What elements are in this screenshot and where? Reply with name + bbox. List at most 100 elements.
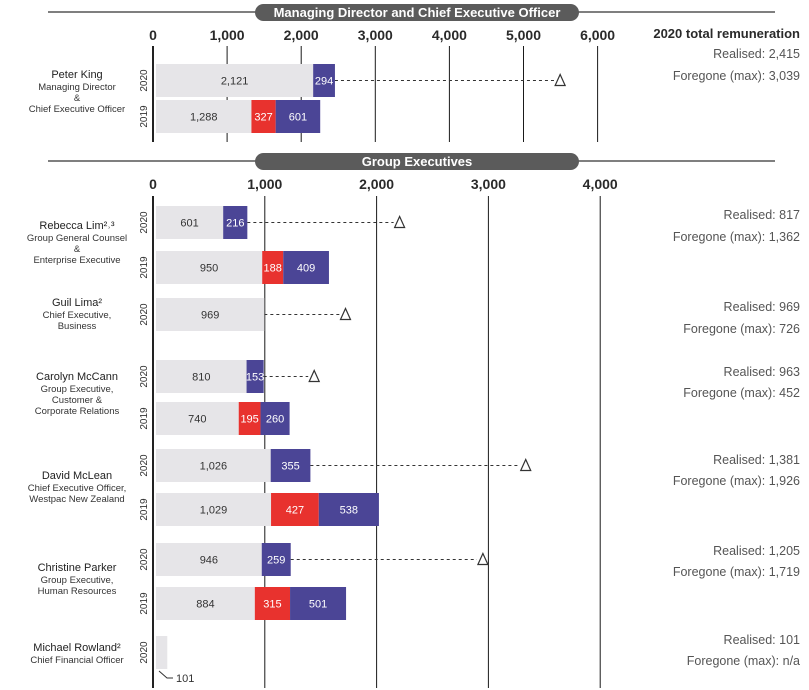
bar-segment-base [156,206,224,239]
max-triangle-marker [554,73,567,87]
bar-data-label: 1,026 [200,461,228,473]
bar-data-label: 188 [264,263,282,275]
year-label: 2019 [139,407,150,430]
max-triangle-marker [393,215,406,229]
bar-segment-base [156,587,255,620]
realised-value: Realised: 2,415 [713,47,800,61]
person-role: Chief Executive Officer [29,104,125,115]
bar-data-label: 427 [286,505,304,517]
person-name: Rebecca Lim²˒³ [39,220,115,232]
bar-data-label: 327 [254,112,272,124]
bar-data-label: 153 [246,372,264,384]
year-label: 2020 [139,69,150,92]
person-role: Managing Director [38,82,116,93]
year-label: 2019 [139,256,150,279]
person-name: Christine Parker [38,562,117,574]
person-role: Chief Executive, [43,310,112,321]
bar-data-label: 601 [289,112,307,124]
max-triangle-marker [519,458,532,472]
bar-data-label: 260 [266,414,284,426]
bar-segment-vested [275,100,321,133]
x-tick-label: 1,000 [210,27,245,43]
bar-data-label: 946 [200,555,218,567]
person-role: Group Executive, [41,384,114,395]
bar-segment-vested [261,543,291,576]
foregone-value: Foregone (max): 452 [683,386,800,400]
bar-data-label: 501 [309,599,327,611]
bar-segment-base [156,449,271,482]
x-tick-label: 4,000 [432,27,467,43]
foregone-value: Foregone (max): 1,926 [673,474,800,488]
person-name: Carolyn McCann [36,371,118,383]
person-name: David McLean [42,470,112,482]
bar-segment-base [156,402,239,435]
bar-data-label: 950 [200,263,218,275]
bar-data-label: 810 [192,372,210,384]
bar-data-label: 315 [263,599,281,611]
person-name: Michael Rowland² [33,642,121,654]
person-role: & [74,244,81,255]
person-role: Corporate Relations [35,406,120,417]
callout-leader [158,670,173,679]
bar-segment-vested [290,587,347,620]
bar-segment-base [156,636,168,669]
section-title: Group Executives [362,154,473,169]
bar-data-label: 294 [315,76,333,88]
bar-segment-red [251,100,276,133]
person-role: Group Executive, [41,575,114,586]
bar-data-label: 2,121 [221,76,249,88]
x-tick-label: 1,000 [247,176,282,192]
person-name: Guil Lima² [52,297,102,309]
person-role: Westpac New Zealand [29,494,124,505]
year-label: 2020 [139,303,150,326]
bar-segment-red [271,493,319,526]
realised-value: Realised: 1,381 [713,453,800,467]
bar-data-label: 538 [340,505,358,517]
realised-value: Realised: 1,205 [713,544,800,558]
bar-data-label: 409 [297,263,315,275]
bar-data-label: 740 [188,414,206,426]
bar-segment-vested [283,251,329,284]
section-title-pill [255,4,579,21]
x-tick-label: 3,000 [471,176,506,192]
foregone-value: Foregone (max): 1,362 [673,230,800,244]
person-role: Chief Executive Officer, [28,483,127,494]
right-column-header: 2020 total remuneration [653,26,800,41]
person-role: Customer & [52,395,103,406]
person-name: Peter King [51,69,102,81]
max-triangle-marker [476,552,489,566]
bar-data-label: 355 [281,461,299,473]
bar-segment-vested [260,402,290,435]
bar-data-label: 601 [180,218,198,230]
person-role: Human Resources [38,586,117,597]
bar-segment-base [156,543,262,576]
bar-data-label: 884 [196,599,214,611]
person-role: & [74,93,81,104]
bar-segment-base [156,298,265,331]
bar-segment-red [254,587,291,620]
year-label: 2019 [139,592,150,615]
bar-data-label: 216 [226,218,244,230]
bar-segment-red [262,251,284,284]
realised-value: Realised: 963 [724,365,800,379]
bar-segment-vested [270,449,311,482]
max-triangle-marker [308,369,321,383]
bar-segment-vested [318,493,379,526]
year-label: 2019 [139,105,150,128]
foregone-value: Foregone (max): 1,719 [673,565,800,579]
bar-segment-base [156,100,252,133]
bar-segment-base [156,64,314,97]
x-tick-label: 2,000 [359,176,394,192]
year-label: 2020 [139,548,150,571]
bar-segment-vested [223,206,248,239]
x-tick-label: 6,000 [580,27,615,43]
callout-label: 101 [176,673,194,685]
bar-segment-vested [313,64,335,97]
x-tick-label: 3,000 [358,27,393,43]
foregone-value: Foregone (max): n/a [687,654,800,668]
bar-segment-vested [246,360,264,393]
year-label: 2020 [139,641,150,664]
realised-value: Realised: 101 [724,633,800,647]
max-triangle-marker [339,307,352,321]
